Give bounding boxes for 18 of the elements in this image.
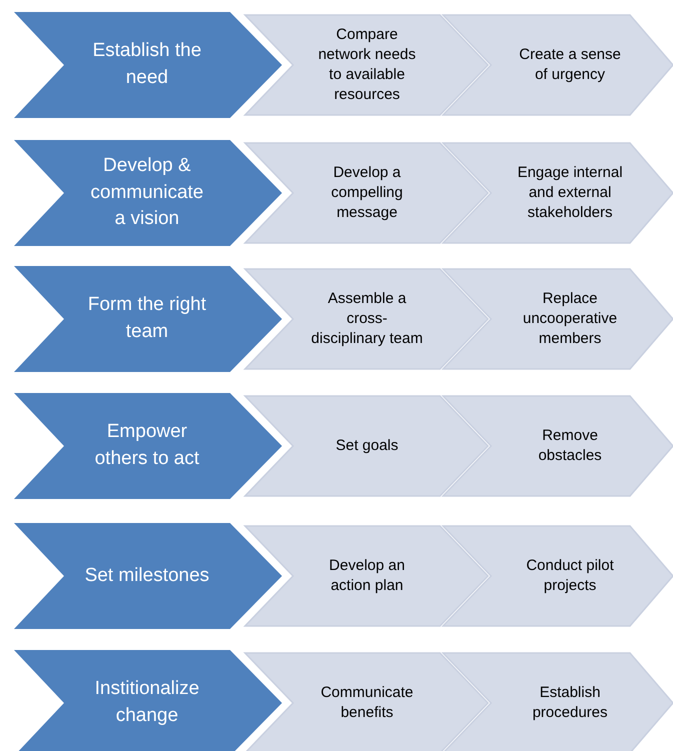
task-text: Conduct pilot projects	[525, 556, 615, 596]
step-title: Develop & communicate a vision	[90, 154, 204, 232]
task-text: Communicate benefits	[320, 682, 414, 723]
task-text: Set goals	[336, 436, 398, 456]
step-title: Establish the need	[92, 39, 202, 90]
task-text: Engage internal and external stakeholders	[516, 162, 624, 224]
task-text: Develop an action plan	[328, 556, 406, 596]
task-text: Assemble a cross-disciplinary team	[311, 288, 423, 350]
task-text: Replace uncooperative members	[522, 288, 618, 350]
task-text: Develop a compelling message	[330, 162, 404, 224]
step-title: Empower others to act	[94, 420, 200, 471]
task-text: Create a sense of urgency	[518, 44, 622, 85]
task-text: Establish procedures	[531, 682, 609, 723]
step-title: Set milestones	[84, 564, 210, 588]
step-title: Form the right team	[86, 293, 208, 344]
task-text: Remove obstacles	[537, 426, 603, 466]
task-text: Compare network needs to available resources	[317, 24, 417, 106]
step-title: Institionalize change	[94, 677, 200, 728]
